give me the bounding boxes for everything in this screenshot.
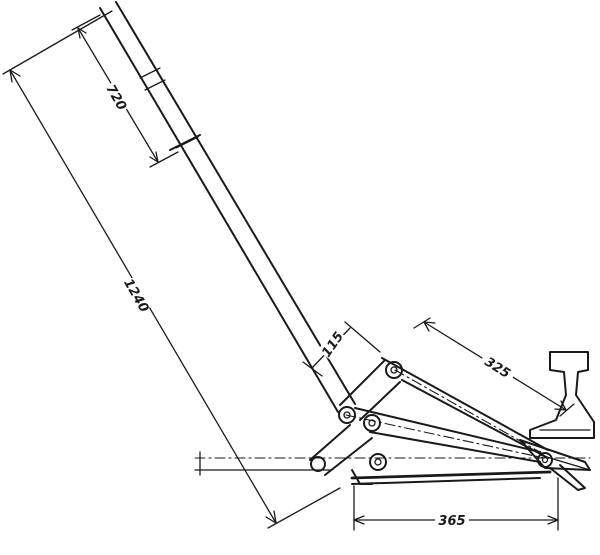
pivot-joints <box>310 361 553 472</box>
claw-tip <box>519 439 591 491</box>
pivot-upper <box>385 361 403 379</box>
rail-profile <box>529 351 595 439</box>
base-plate <box>350 469 552 485</box>
lever-handle <box>99 1 356 413</box>
lower-link-arm <box>309 424 373 476</box>
dimension-overall: 1240 <box>2 10 341 529</box>
dimension-short-link: 115 <box>302 321 381 377</box>
dimension-base-label: 365 <box>438 514 465 529</box>
pivot-lower-left <box>310 456 326 472</box>
dimension-base: 365 <box>353 477 559 531</box>
dimension-short-link-label: 115 <box>319 329 347 360</box>
pivot-handle <box>338 406 356 424</box>
pivot-tip <box>537 452 553 468</box>
dimension-long-link: 325 <box>413 317 575 417</box>
pivot-middle <box>363 414 381 432</box>
pivot-lower-right <box>369 453 387 471</box>
dimension-upper-section: 720 <box>71 14 179 168</box>
rail-baseline <box>194 451 591 476</box>
upper-link-arm <box>339 357 549 459</box>
